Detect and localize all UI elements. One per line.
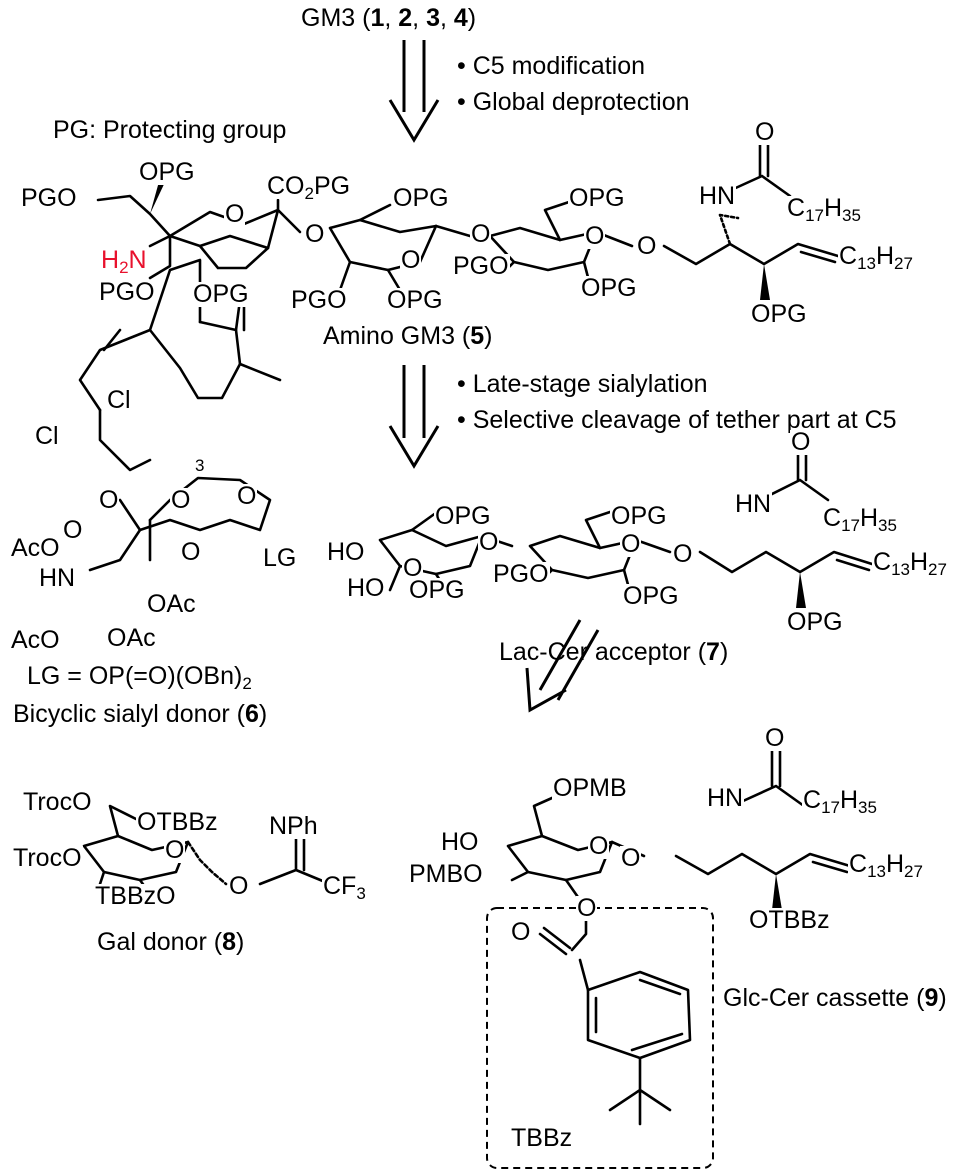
- amino-gm3-bonds: [96, 138, 840, 302]
- amino-c17h35: C17H35: [786, 194, 862, 225]
- donor6-bonds: [78, 258, 282, 572]
- amino-opg-3: OPG: [392, 184, 450, 212]
- donor6-hn: HN: [38, 564, 77, 592]
- donor6-oac-1: OAc: [146, 590, 197, 618]
- amino-h2n: H2N: [100, 246, 148, 277]
- acceptor7-opg-5: OPG: [786, 608, 844, 636]
- pg-note: PG: Protecting group: [53, 116, 287, 144]
- acceptor7-ring-o-2: O: [620, 530, 642, 558]
- tbbz-box-label: TBBz: [511, 1124, 573, 1152]
- donor6-ester-o-1: O: [98, 486, 120, 514]
- cassette9-c17h35: C17H35: [802, 786, 878, 817]
- cassette9-otbbz: OTBBz: [748, 906, 831, 934]
- acceptor7-opg-3: OPG: [610, 502, 668, 530]
- amino-carbonyl-o: O: [754, 118, 776, 146]
- donor6-ester-o-2: O: [170, 486, 192, 514]
- donor6-ring-o: O: [180, 538, 202, 566]
- retro-arrow-1: [388, 40, 440, 143]
- cassette9-carbonyl-o-1: O: [510, 918, 532, 946]
- amino-pgo-2: PGO: [98, 278, 156, 306]
- tbbz-dashed-box: [486, 907, 714, 1169]
- donor6-aco-2: AcO: [10, 626, 61, 654]
- acceptor7-ho-1: HO: [326, 538, 366, 566]
- cassette9-carbonyl-o-2: O: [764, 724, 786, 752]
- cassette9-hn: HN: [706, 784, 745, 812]
- amino-opg-6: OPG: [580, 274, 638, 302]
- acceptor7-opg-2: OPG: [408, 576, 466, 604]
- donor6-oac-2: OAc: [106, 624, 157, 652]
- step2-bullet-cleavage: • Selective cleavage of tether part at C…: [457, 406, 897, 434]
- cassette9-opmb: OPMB: [552, 774, 628, 802]
- amino-link-o-3: O: [636, 232, 658, 260]
- donor6-cl-1: Cl: [106, 386, 132, 414]
- donor8-nph: NPh: [268, 812, 319, 840]
- donor6-aco-1: AcO: [10, 534, 61, 562]
- cassette9-bonds: [486, 748, 852, 1169]
- acceptor7-link-o-2: O: [672, 540, 694, 568]
- amino-pgo-1: PGO: [20, 184, 78, 212]
- step1-bullet-c5: • C5 modification: [457, 52, 646, 80]
- acceptor7-opg-4: OPG: [622, 582, 680, 610]
- amino-opg-5: OPG: [568, 184, 626, 212]
- amino-pgo-3: PGO: [290, 286, 348, 314]
- gm3-title: GM3 (1, 2, 3, 4): [300, 4, 478, 32]
- cassette9-c13h27: C13H27: [848, 850, 924, 881]
- donor6-cl-2: Cl: [34, 422, 60, 450]
- donor6-caption: Bicyclic sialyl donor (6): [13, 700, 268, 728]
- cassette9-caption: Glc-Cer cassette (9): [723, 984, 947, 1012]
- amino-ring-o-1: O: [224, 200, 246, 228]
- amino-link-o-2: O: [470, 220, 492, 248]
- amino-pgo-4: PGO: [452, 252, 510, 280]
- donor8-ring-o: O: [164, 836, 186, 864]
- donor6-lg: LG: [262, 544, 298, 572]
- retro-arrow-2: [388, 365, 440, 469]
- acceptor7-caption: Lac-Cer acceptor (7): [499, 638, 729, 666]
- cassette9-pmbo: PMBO: [408, 860, 484, 888]
- acceptor7-link-o-1: O: [478, 528, 500, 556]
- amino-opg-7: OPG: [750, 300, 808, 328]
- step2-bullet-sialylation: • Late-stage sialylation: [457, 370, 708, 398]
- donor8-trocO-1: TrocO: [22, 788, 93, 816]
- amino-opg-1: OPG: [138, 158, 196, 186]
- donor8-trocO-2: TrocO: [12, 844, 83, 872]
- donor8-otbbz-1: OTBBz: [136, 808, 219, 836]
- cassette9-ester-o: O: [576, 894, 598, 922]
- donor8-cf3: CF3: [322, 872, 367, 903]
- amino-opg-2: OPG: [192, 280, 250, 308]
- donor6-carbonyl-o-2: O: [62, 516, 84, 544]
- cassette9-link-o: O: [620, 844, 642, 872]
- acceptor7-pgo: PGO: [492, 560, 550, 588]
- amino-c13h27: C13H27: [838, 242, 914, 273]
- donor6-tether-sub: 3: [194, 446, 206, 474]
- amino-ring-o-3: O: [584, 222, 606, 250]
- acceptor7-carbonyl-o: O: [790, 428, 812, 456]
- donor8-tbbzo: TBBzO: [94, 882, 177, 910]
- acceptor7-hn: HN: [734, 490, 773, 518]
- donor8-anomeric-o: O: [228, 872, 250, 900]
- amino-hn: HN: [698, 182, 737, 210]
- donor6-lg-definition: LG = OP(=O)(OBn)2: [27, 662, 252, 693]
- retro-arrow-3: [525, 619, 600, 713]
- amino-ring-o-2: O: [400, 246, 422, 274]
- cassette9-ho: HO: [440, 828, 480, 856]
- acceptor7-c13h27: C13H27: [872, 548, 948, 579]
- donor6-carbonyl-o-1: O: [236, 482, 258, 510]
- step1-bullet-deprotection: • Global deprotection: [457, 88, 690, 116]
- amino-co2pg: CO2PG: [266, 172, 352, 203]
- acceptor7-ring-o-1: O: [402, 554, 424, 582]
- donor8-caption: Gal donor (8): [97, 928, 245, 956]
- amino-gm3-caption: Amino GM3 (5): [323, 322, 493, 350]
- cassette9-ring-o: O: [588, 832, 610, 860]
- amino-opg-4: OPG: [386, 286, 444, 314]
- acceptor7-c17h35: C17H35: [822, 504, 898, 535]
- acceptor7-ho-2: HO: [346, 574, 386, 602]
- amino-link-o-1: O: [304, 220, 326, 248]
- acceptor7-opg-1: OPG: [434, 502, 492, 530]
